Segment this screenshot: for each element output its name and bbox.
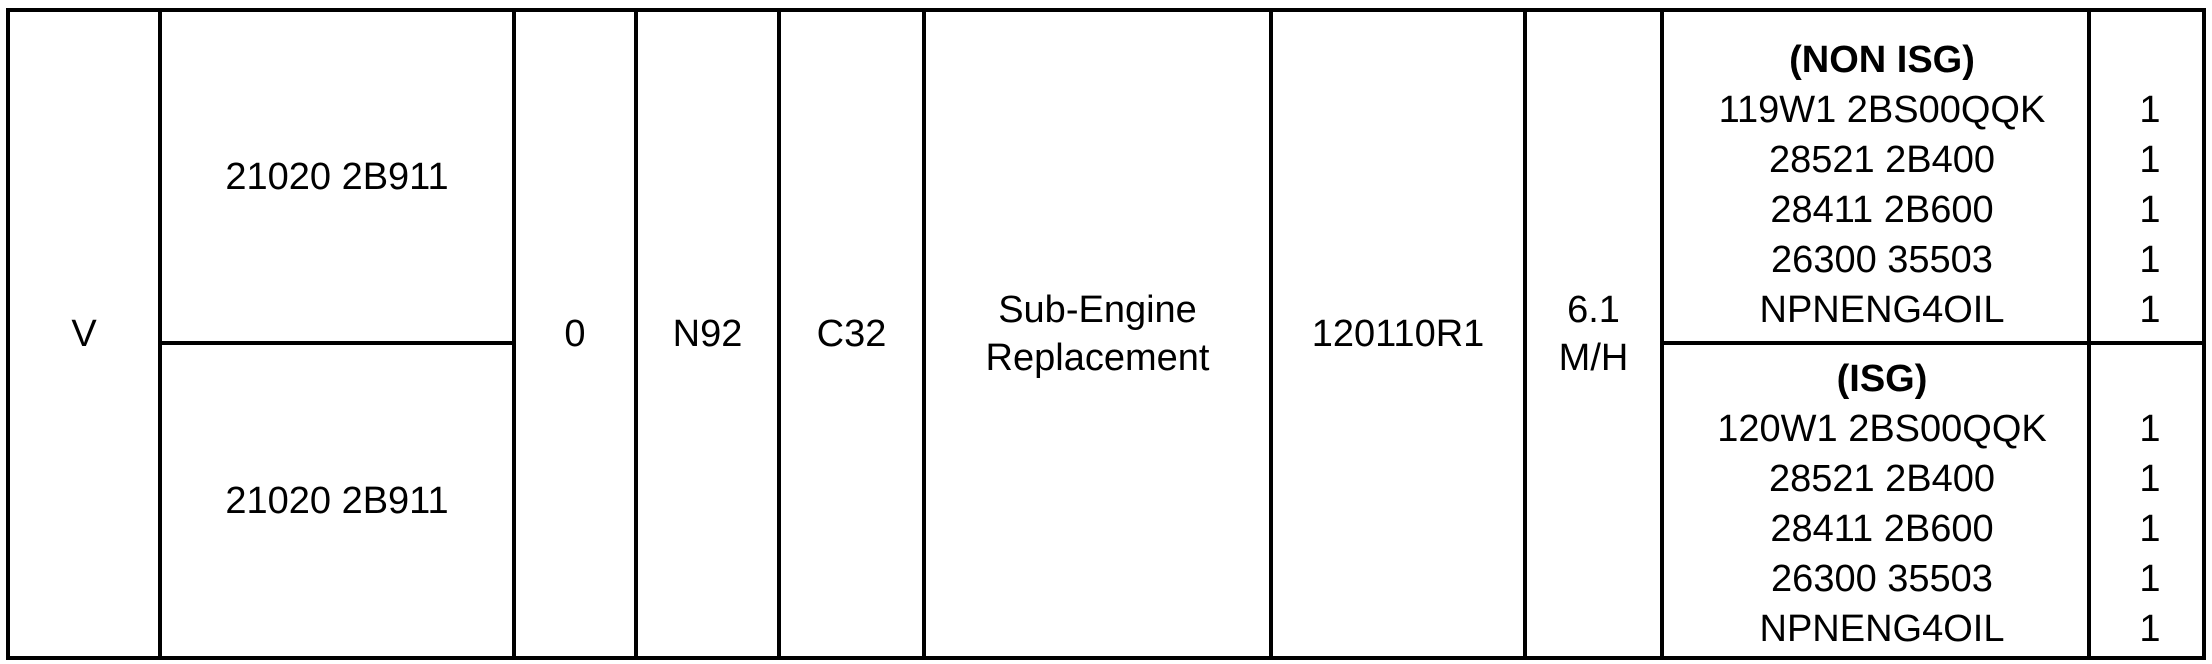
- part-number-cell: 21020 2B911: [225, 155, 449, 198]
- qty-item: 1: [2139, 608, 2161, 650]
- qty-item: 1: [2139, 458, 2161, 500]
- part-item: NPNENG4OIL: [1759, 289, 2005, 331]
- column-divider: [2087, 8, 2091, 660]
- column-divider: [512, 8, 516, 660]
- qty-item: 1: [2139, 558, 2161, 600]
- column-divider: [922, 8, 926, 660]
- column-divider: [634, 8, 638, 660]
- table-border-right: [2202, 8, 2206, 660]
- description-line: Replacement: [985, 337, 1210, 379]
- code-cell: V: [71, 313, 97, 355]
- column-divider: [158, 8, 162, 660]
- table-border-left: [6, 8, 10, 660]
- op-code-cell: 120110R1: [1311, 313, 1485, 355]
- qty-item: 1: [2139, 89, 2161, 131]
- qty-item: 1: [2139, 239, 2161, 281]
- column-divider: [1269, 8, 1273, 660]
- row-divider: [158, 341, 516, 345]
- qty-list-non-isg: 1 1 1 1 1: [2102, 85, 2198, 335]
- row-divider: [1660, 341, 2206, 345]
- n-code-cell: N92: [672, 313, 743, 355]
- group-heading: (ISG): [1836, 358, 1928, 400]
- labor-time-value: 6.1: [1567, 289, 1620, 331]
- description-line: Sub-Engine: [998, 289, 1197, 331]
- labor-time-cell: 6.1 M/H: [1527, 12, 1660, 656]
- part-item: 28411 2B600: [1770, 189, 1994, 231]
- part-item: 120W1 2BS00QQK: [1717, 408, 2047, 450]
- qty-item: 1: [2139, 289, 2161, 331]
- group-heading: (NON ISG): [1789, 39, 1975, 81]
- zero-cell: 0: [564, 313, 586, 355]
- qty-list-isg: 1 1 1 1 1: [2102, 404, 2198, 654]
- qty-item: 1: [2139, 139, 2161, 181]
- parts-list-non-isg: (NON ISG) 119W1 2BS00QQK 28521 2B400 284…: [1662, 35, 2102, 335]
- part-item: 26300 35503: [1771, 558, 1993, 600]
- part-item: 26300 35503: [1771, 239, 1993, 281]
- part-number-cell: 21020 2B911: [225, 479, 449, 522]
- qty-item: 1: [2139, 408, 2161, 450]
- c-code-cell: C32: [816, 313, 887, 355]
- table-border-top: [6, 8, 2206, 12]
- column-divider: [1523, 8, 1527, 660]
- qty-item: 1: [2139, 508, 2161, 550]
- description-cell: Sub-Engine Replacement: [926, 12, 1269, 656]
- column-divider: [777, 8, 781, 660]
- part-item: 28521 2B400: [1768, 139, 1996, 181]
- part-item: NPNENG4OIL: [1759, 608, 2005, 650]
- qty-item: 1: [2139, 189, 2161, 231]
- labor-time-unit: M/H: [1558, 337, 1629, 379]
- part-item: 28411 2B600: [1770, 508, 1994, 550]
- part-item: 119W1 2BS00QQK: [1718, 89, 2046, 131]
- part-item: 28521 2B400: [1768, 458, 1996, 500]
- parts-list-isg: (ISG) 120W1 2BS00QQK 28521 2B400 28411 2…: [1662, 354, 2102, 654]
- column-divider: [1660, 8, 1664, 660]
- table-border-bottom: [6, 656, 2206, 660]
